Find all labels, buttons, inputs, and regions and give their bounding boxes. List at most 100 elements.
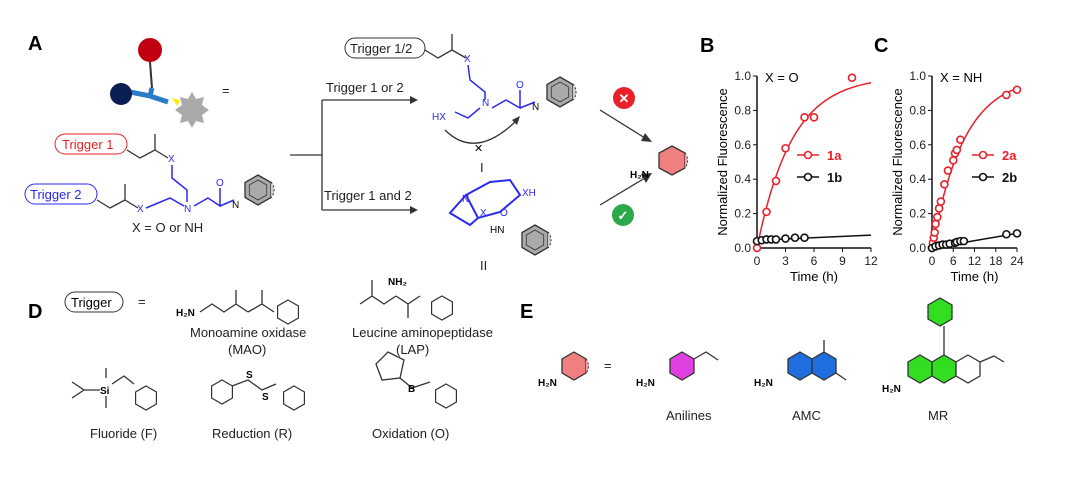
y-tick-label: 0.2 — [734, 207, 751, 221]
svg-text:Si: Si — [100, 386, 110, 397]
legend-label-2b: 2b — [1002, 170, 1017, 185]
legend-marker — [978, 150, 988, 160]
y-tick-label: 0.0 — [909, 241, 926, 255]
data-point-2a — [1002, 90, 1011, 100]
panel-label-a: A — [28, 33, 42, 55]
atom-nh: N — [532, 102, 539, 113]
atom-hn: HN — [490, 225, 504, 236]
y-tick-label: 0.4 — [734, 172, 751, 186]
fluorophore-amc: H₂N AMC — [754, 340, 847, 423]
svg-text:NH₂: NH₂ — [388, 277, 407, 288]
svg-text:✕: ✕ — [619, 91, 630, 106]
trigger-reduction: S S Reduction (R) — [211, 370, 305, 441]
svg-text:Reduction (R): Reduction (R) — [212, 426, 292, 441]
trigger-lap: NH₂ Leucine aminopeptidase (LAP) — [352, 277, 493, 357]
x-tick-label: 3 — [782, 254, 789, 268]
data-point-2a — [948, 155, 958, 165]
trigger-mao: H₂N Monoamine oxidase (MAO) — [176, 290, 306, 357]
released-fluorophore — [658, 145, 686, 176]
svg-text:Leucine aminopeptidase: Leucine aminopeptidase — [352, 325, 493, 340]
atom-o: O — [500, 208, 508, 219]
trigger-generic-label: Trigger — [71, 295, 112, 310]
panel-label-c: C — [874, 35, 888, 57]
path-label-double: Trigger 1 and 2 — [324, 188, 412, 203]
atom-x: X — [480, 208, 487, 219]
data-point-2a — [931, 219, 940, 229]
path-label-single: Trigger 1 or 2 — [326, 80, 404, 95]
fluorophore-mr: H₂N MR — [882, 297, 1005, 423]
trigger-badge — [64, 291, 124, 313]
atom-x: X — [168, 154, 175, 165]
equals-sign: = — [138, 294, 146, 309]
atom-n: N — [462, 194, 469, 205]
data-point-2a — [936, 197, 946, 206]
svg-text:B: B — [408, 384, 415, 395]
trigger12-label: Trigger 1/2 — [350, 41, 412, 56]
blocked-icon — [613, 87, 635, 109]
x-tick-label: 0 — [929, 254, 936, 268]
x-tick-label: 12 — [968, 254, 982, 268]
atom-hx: HX — [432, 112, 446, 123]
x-tick-label: 0 — [754, 254, 761, 268]
chart-title: X = NH — [940, 70, 982, 85]
legend-marker — [978, 172, 988, 182]
y-tick-label: 0.8 — [909, 103, 926, 117]
x-tick-label: 24 — [1010, 254, 1024, 268]
atom-n: N — [482, 98, 489, 109]
panel-label-b: B — [700, 35, 714, 57]
data-point-2a — [943, 166, 953, 175]
legend-marker — [803, 150, 813, 160]
svg-text:(LAP): (LAP) — [396, 342, 429, 357]
legend-label-1b: 1b — [827, 170, 842, 185]
data-point-2a — [940, 180, 949, 189]
panel-label-e: E — [520, 301, 533, 323]
y-axis-label: Normalized Fluorescence — [890, 88, 905, 235]
svg-text:S: S — [246, 370, 253, 381]
svg-text:✓: ✓ — [618, 208, 629, 223]
svg-text:Anilines: Anilines — [666, 408, 712, 423]
x-tick-label: 12 — [864, 254, 878, 268]
legend-marker — [803, 172, 813, 182]
x-tick-label: 9 — [839, 254, 846, 268]
intermediate-label-1: I — [480, 160, 484, 175]
atom-o: O — [216, 178, 224, 189]
svg-text:Fluoride (F): Fluoride (F) — [90, 426, 157, 441]
success-icon — [612, 204, 634, 226]
x-tick-label: 6 — [950, 254, 957, 268]
y-tick-label: 1.0 — [734, 69, 751, 83]
x-axis-label: Time (h) — [951, 269, 999, 284]
y-tick-label: 1.0 — [909, 69, 926, 83]
svg-text:AMC: AMC — [792, 408, 821, 423]
svg-text:(MAO): (MAO) — [228, 342, 266, 357]
data-point-1b — [800, 233, 809, 242]
fluorophore-aniline: H₂N Anilines — [636, 351, 719, 423]
atom-xh: XH — [522, 188, 536, 199]
atom-h2n: H₂N — [630, 170, 649, 181]
data-point-2b — [1002, 229, 1011, 239]
y-tick-label: 0.2 — [909, 207, 926, 221]
trigger-fluoride: Si Fluoride (F) — [71, 368, 157, 441]
x-axis-label: Time (h) — [790, 269, 838, 284]
data-point-1a — [762, 207, 771, 217]
atom-n: N — [184, 204, 191, 215]
data-point-2a — [1012, 85, 1022, 95]
y-tick-label: 0.6 — [734, 138, 751, 152]
y-tick-label: 0.6 — [909, 138, 926, 152]
y-tick-label: 0.8 — [734, 103, 751, 117]
panel-label-d: D — [28, 301, 42, 323]
svg-text:H₂N: H₂N — [176, 308, 195, 319]
atom-nh: N — [232, 200, 239, 211]
data-point-2b — [1012, 229, 1022, 238]
data-point-1b — [790, 233, 800, 242]
x-definition: X = O or NH — [132, 220, 203, 235]
x-tick-label: 18 — [989, 254, 1003, 268]
data-point-2b — [959, 236, 969, 246]
data-point-2a — [933, 212, 942, 222]
trigger-oxidation: B Oxidation (O) — [372, 351, 457, 441]
svg-text:H₂N: H₂N — [882, 384, 901, 395]
svg-text:MR: MR — [928, 408, 948, 423]
data-point-1b — [771, 235, 781, 244]
trigger1-badge — [54, 133, 128, 155]
